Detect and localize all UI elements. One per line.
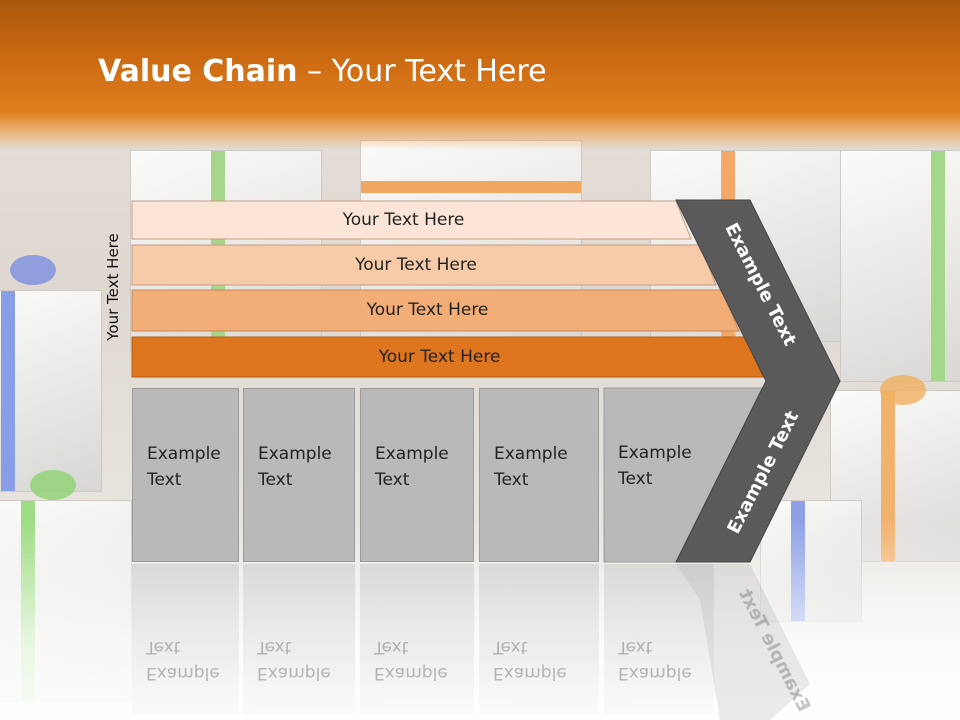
box-2-line1: Example [258,444,332,464]
slide-title-bold: Value Chain [98,54,298,89]
band-1-label: Your Text Here [342,210,465,230]
band-4-shape [131,336,764,378]
header-bar [0,0,960,150]
band-4: Your Text Here [132,338,763,376]
activity-box-1: Example Text [132,388,239,562]
band-3-shape [131,289,740,332]
box-5-line1: Example [618,443,692,463]
band-1-shape [131,200,692,240]
band-3: Your Text Here [132,291,739,329]
chevron-arrow [675,199,841,563]
band-3-label: Your Text Here [366,300,489,320]
activity-box-4: Example Text [479,388,599,562]
chevron-reflection [676,564,810,720]
box-1-line1: Example [147,444,221,464]
gift-box-decoration [0,290,102,492]
box-1-line2: Text [147,470,182,490]
box-4-line1: Example [494,444,568,464]
box-4-line2: Text [494,470,529,490]
activity-box-3: Example Text [360,388,474,562]
box-5-line2: Text [618,469,653,489]
band-2-shape [131,244,717,286]
box-3-line2: Text [375,470,410,490]
activity-box-2: Example Text [243,388,355,562]
gift-box-decoration [840,150,960,382]
slide-title: Value Chain – Your Text Here [98,54,547,89]
band-4-label: Your Text Here [378,347,501,367]
band-1: Your Text Here [132,201,691,239]
slide-title-rest: – Your Text Here [297,54,547,89]
band-2-label: Your Text Here [355,255,477,275]
box-2-line2: Text [258,470,293,490]
box-3-line1: Example [375,444,449,464]
band-2: Your Text Here [132,246,716,284]
activity-box-5: Example Text [604,388,694,562]
